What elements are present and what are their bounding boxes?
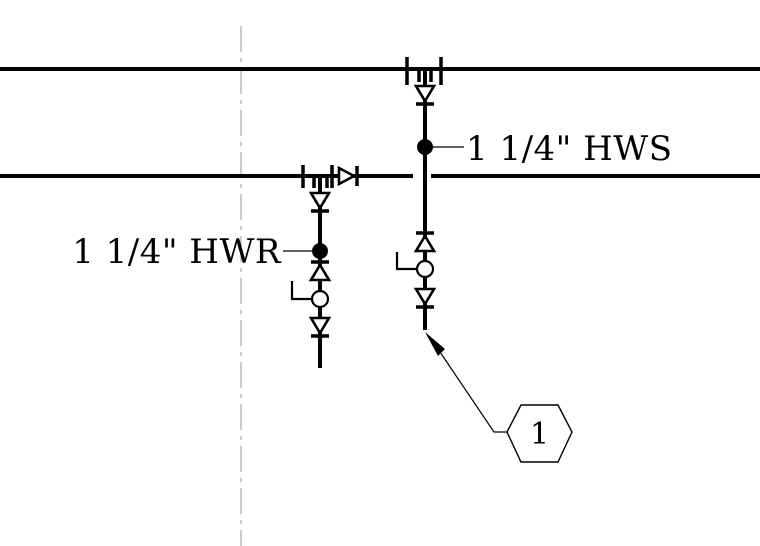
supply-gauge-icon (395, 252, 435, 279)
supply-valve-down (413, 287, 437, 307)
return-isolation-valve (308, 191, 332, 211)
keynote-number: 1 (530, 417, 549, 452)
supply-riser-dot (417, 139, 433, 155)
leader-arrowhead-icon (425, 332, 445, 356)
supply-pipe-label: 1 1/4" HWS (466, 129, 673, 169)
return-valve-down (308, 316, 332, 336)
keynote-leader (439, 351, 507, 433)
return-pipe-label: 1 1/4" HWR (72, 232, 282, 272)
supply-isolation-valve (413, 84, 437, 104)
supply-branch (395, 57, 464, 330)
return-riser-dot (312, 243, 328, 259)
return-check-valve (337, 165, 357, 187)
supply-valve-up (413, 233, 437, 253)
return-valve-up (308, 262, 332, 282)
keynote-callout[interactable]: 1 (425, 332, 573, 463)
return-gauge-icon (290, 281, 330, 309)
keynote-hexagon (506, 404, 573, 463)
return-branch (283, 165, 359, 368)
